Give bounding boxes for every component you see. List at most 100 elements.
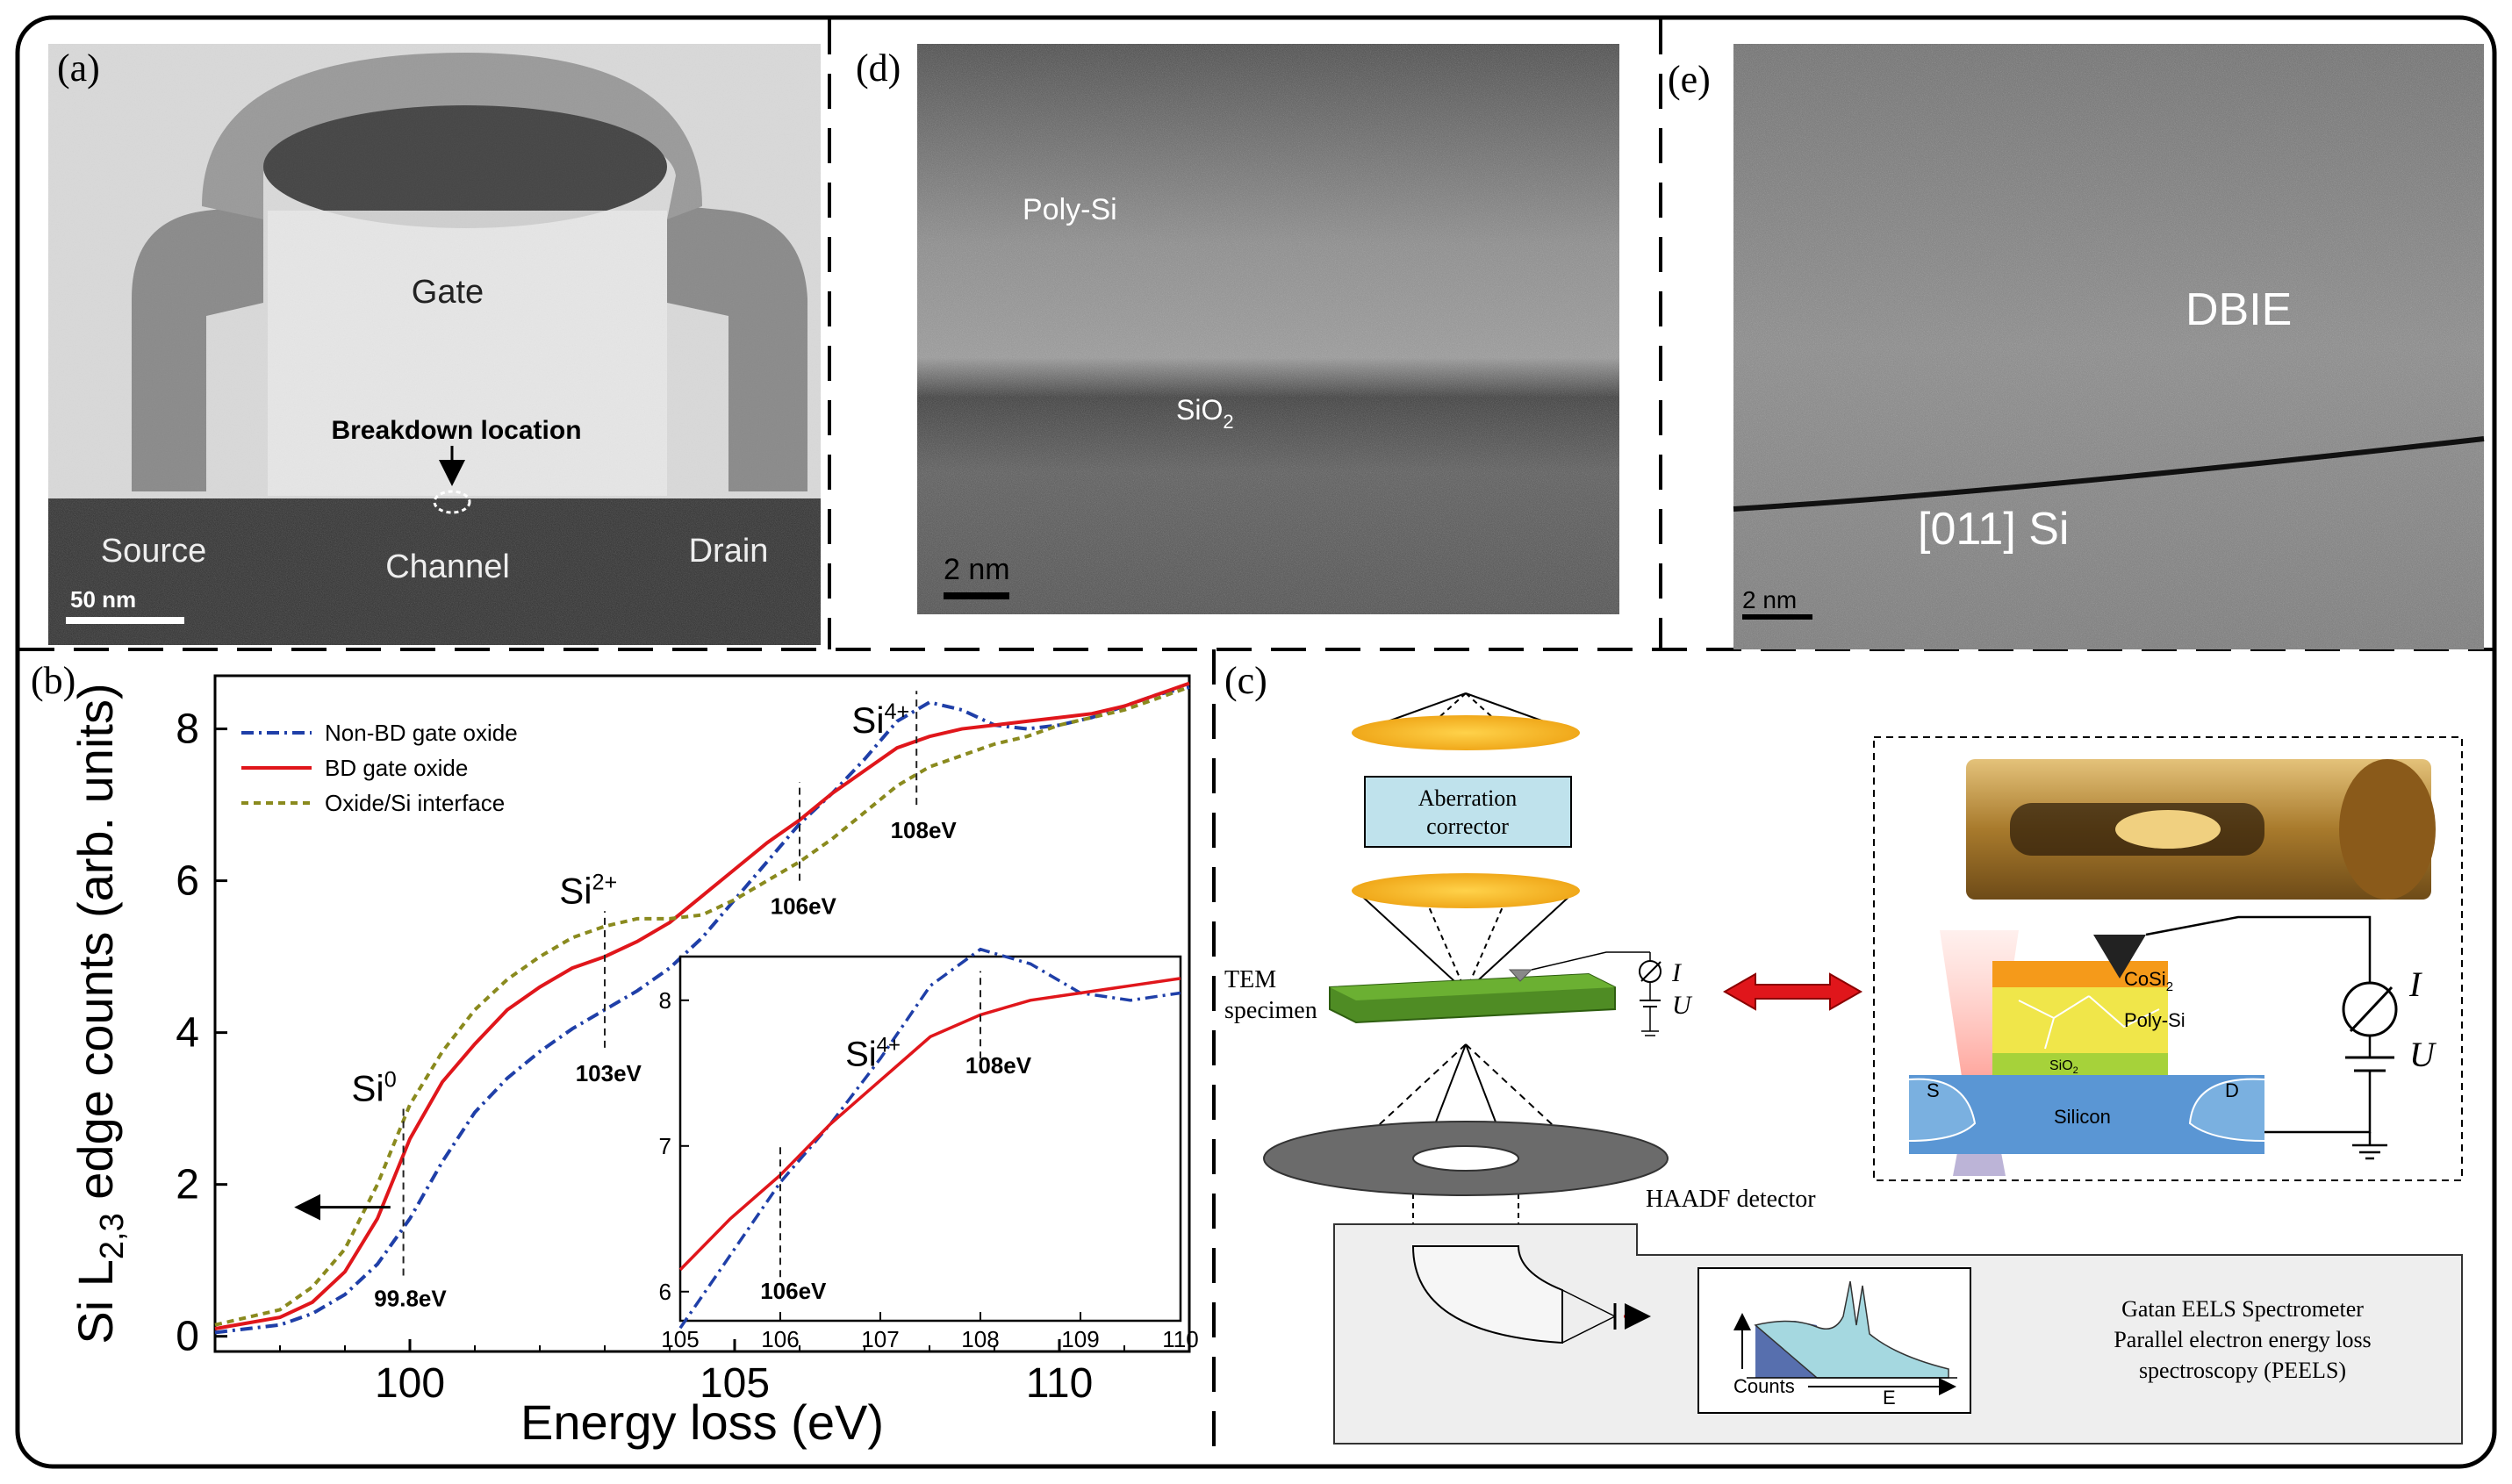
aberration-label-1: Aberration [1418,785,1518,811]
drain-d-label: D [2225,1079,2239,1101]
small-current-label: I [1671,958,1683,987]
annot-si4: Si4+ [851,699,909,741]
inset-x-tick-label: 110 [1162,1326,1198,1352]
x-tick-label: 110 [1026,1360,1094,1407]
silicon-label: Silicon [2054,1106,2111,1128]
panel-separators [19,19,2493,1457]
figure-frame [15,15,2497,1469]
inset-annot-106: 106eV [760,1278,827,1304]
series-line-0 [214,685,1190,1335]
panel-d-scalebar [944,592,1009,599]
haadf-label: HAADF detector [1646,1186,1816,1213]
inset-y-tick-label: 7 [659,1133,671,1159]
inset-x-tick-label: 106 [761,1326,799,1352]
cosi2-layer [1992,961,2168,987]
double-arrow [1722,972,1863,1011]
tem-specimen-label-2: specimen [1224,997,1317,1024]
probe-tip-small [1508,969,1533,982]
plot-frame [213,674,1191,1353]
legend-label-0: Non-BD gate oxide [325,720,518,746]
probe-tip-large [2093,935,2146,979]
gatan-label-3: spectroscopy (PEELS) [2139,1358,2346,1383]
annot-99.8: 99.8eV [374,1286,447,1312]
panel-d-letter: (d) [856,47,901,90]
series-line-1 [214,681,1190,1331]
polysi-label: Poly-Si [2124,1009,2185,1031]
annot-108: 108eV [891,817,958,843]
legend-label-1: BD gate oxide [325,755,468,781]
panel-c-letter: (c) [1224,659,1267,702]
panel-b-letter: (b) [31,659,75,702]
panel-d-scale-label: 2 nm [944,553,1010,586]
dbie-interface-line [1733,436,2485,512]
sio2-layer [1992,1053,2168,1075]
inset-y-tick-label: 6 [659,1279,671,1305]
y-tick-label: 6 [176,858,199,905]
tem-specimen-label-1: TEM [1224,966,1276,993]
inset-annot-108: 108eV [965,1052,1032,1079]
inset-x-tick-label: 109 [1061,1326,1099,1352]
breakdown-label: Breakdown location [331,416,581,445]
small-voltage-label: U [1672,991,1693,1020]
panel-e-letter: (e) [1668,58,1711,101]
spectrum-edge-peak [1754,1280,1949,1379]
annot-si0: Si0 [351,1067,396,1108]
cosi2-label: CoSi2 [2124,968,2173,994]
panel-c: (c) Aberration corrector TEM specimen [1224,659,2463,1445]
panel-e-scale-label: 2 nm [1742,586,1797,613]
inset-series-line-1 [678,977,1181,1272]
panel-e-scalebar [1742,614,1812,620]
poly-si-label: Poly-Si [1023,193,1117,226]
sio2-label: SiO2 [1176,394,1234,433]
panel-a-scalebar [66,617,184,624]
large-voltage-label: U [2409,1035,2437,1074]
device-sio2-label: SiO2 [2049,1058,2078,1076]
inset-x-tick-label: 108 [961,1326,999,1352]
y-tick-label: 0 [176,1314,199,1360]
annot-si2: Si2+ [559,871,617,912]
channel-label: Channel [385,548,510,585]
source-label: Source [101,533,206,570]
y-tick-label: 4 [176,1010,199,1057]
x-tick-label: 105 [700,1360,770,1407]
panel-a-scale-label: 50 nm [70,586,136,613]
dbie-label: DBIE [2185,284,2292,335]
inset-y-tick-label: 8 [659,987,671,1014]
gatan-label-2: Parallel electron energy loss [2114,1327,2371,1352]
legend-label-2: Oxide/Si interface [325,790,505,816]
x-tick-label: 100 [375,1360,445,1407]
large-current-label: I [2408,964,2422,1004]
aberration-corrector-box [1364,776,1572,848]
panel-d: (d) Poly-Si SiO2 2 nm [856,44,1619,614]
annot-103: 103eV [576,1060,642,1086]
inset-series-line-0 [678,947,1181,1330]
y-tick-label: 8 [176,706,199,753]
y-tick-label: 2 [176,1162,199,1208]
panel-a: (a) Gate Breakdown location Source Chann… [48,44,821,645]
x-axis-label: Energy loss (eV) [520,1394,884,1450]
inset-annot-si4: Si4+ [845,1034,901,1074]
inset-x-tick-label: 105 [661,1326,699,1352]
y-axis-label: Si L2,3 edge counts (arb. units) [68,683,131,1344]
spectrum-counts-label: Counts [1733,1375,1795,1397]
series-line-2 [214,685,1190,1327]
gatan-label-1: Gatan EELS Spectrometer [2121,1296,2364,1322]
gate-label: Gate [412,274,484,311]
panel-e: (e) DBIE [011] Si 2 nm [1668,44,2485,649]
drain-label: Drain [689,533,769,570]
si-011-label: [011] Si [1918,504,2069,555]
spectrum-e-label: E [1883,1387,1896,1409]
inset-x-tick-label: 107 [861,1326,899,1352]
panel-a-letter: (a) [57,47,100,90]
aberration-label-2: corrector [1426,814,1509,839]
inset-frame [678,955,1182,1323]
condenser-lens-bottom [1352,873,1580,908]
magnetic-prism [1411,1245,1563,1344]
source-s-label: S [1927,1079,1940,1101]
breakdown-marker [433,490,471,514]
annot-106: 106eV [771,893,837,920]
